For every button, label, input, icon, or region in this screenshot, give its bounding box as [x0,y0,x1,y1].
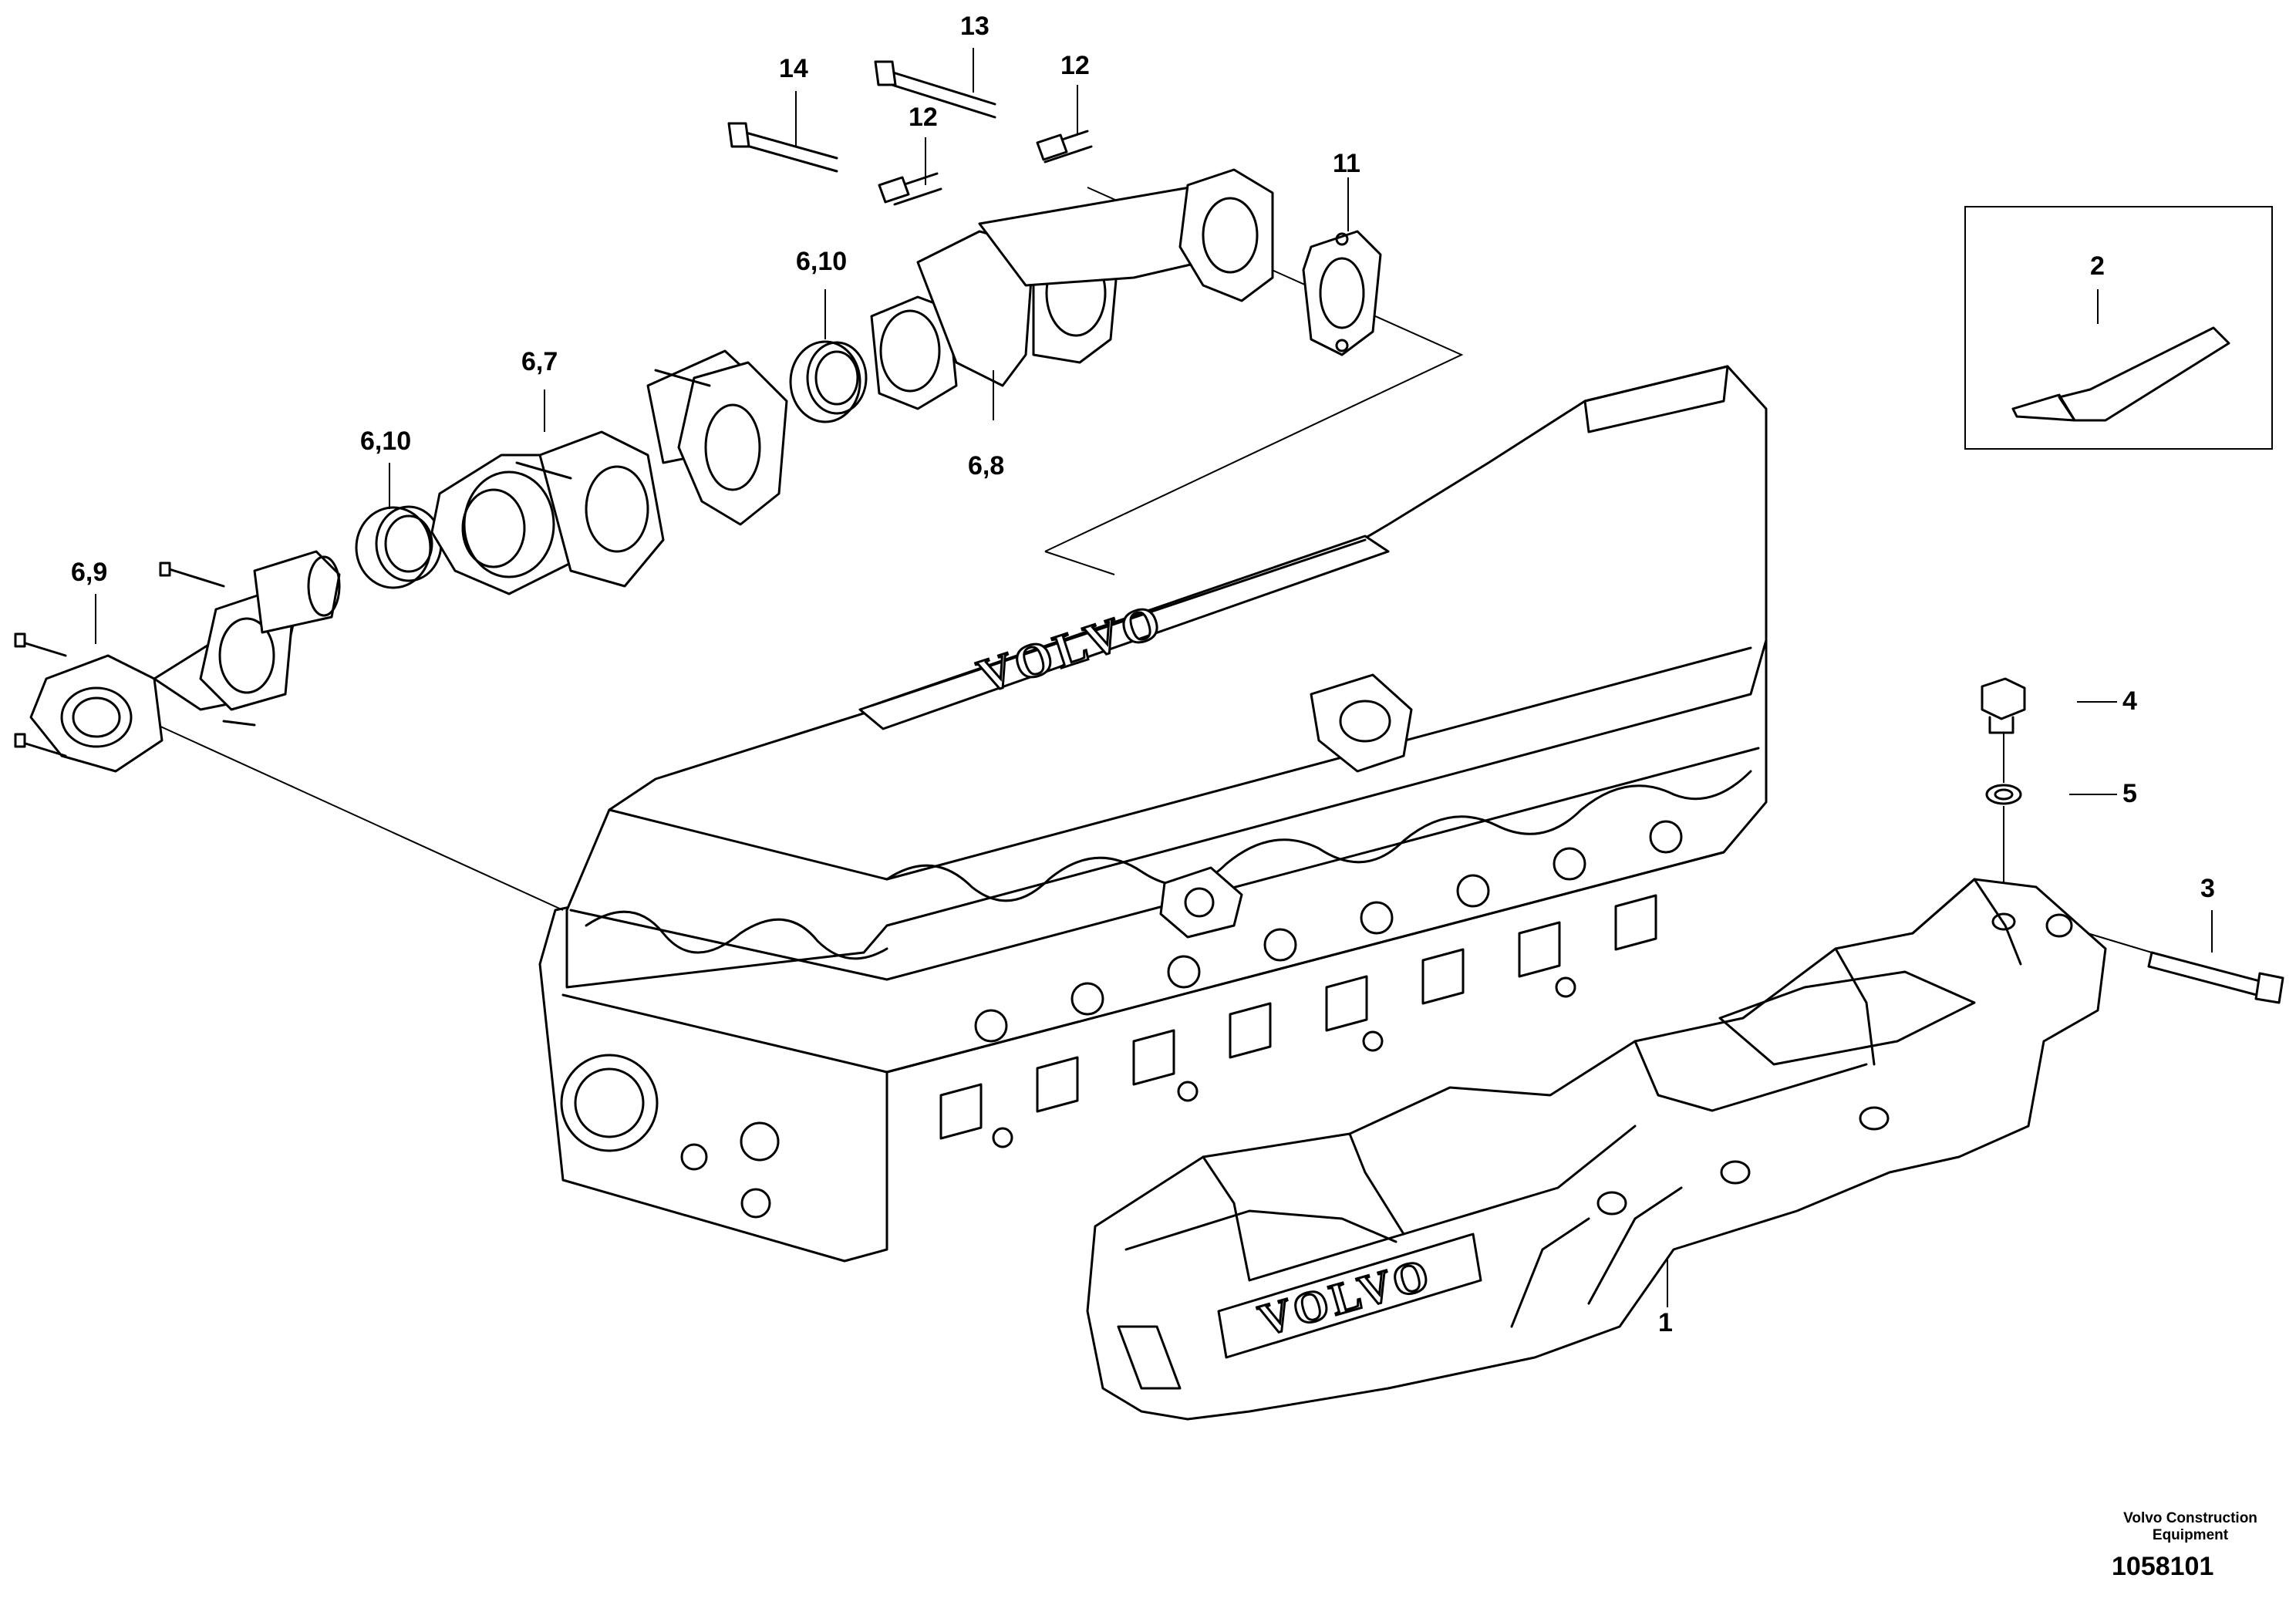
gasket-11 [1302,230,1382,356]
callout-5: 5 [2122,779,2137,808]
callout-11: 11 [1333,149,1360,178]
callout-leaders [95,48,2213,1307]
callout-4: 4 [2122,686,2137,716]
plug-4 [1981,677,2026,734]
exhaust-manifold-rear-6-8 [870,168,1274,410]
exhaust-sleeve-6-10-mid [789,340,868,423]
callout-6-10-front: 6,10 [360,427,412,456]
callout-6-7: 6,7 [521,347,558,376]
valve-cover-oil-cap [1159,673,1413,939]
callout-12-lower: 12 [909,103,938,132]
footer-brand-line2: Equipment [2152,1526,2229,1543]
spacers-and-bolts [727,60,1093,206]
footer-brand: Volvo Construction Equipment [2113,1510,2267,1544]
exhaust-manifold-front-6-9 [14,550,341,773]
callout-6-8: 6,8 [968,451,1005,481]
callout-12-upper: 12 [1060,51,1090,80]
callout-6-9: 6,9 [71,558,108,587]
drawing-number: 1058101 [2112,1552,2214,1581]
bolt-3 [2074,929,2284,1004]
washer-5 [1985,784,2022,805]
callout-1: 1 [1658,1308,1673,1337]
sealant-inset-box [1964,206,2273,450]
callout-2: 2 [2090,251,2105,281]
inlet-manifold-1 [1086,878,2107,1421]
callout-6-10-rear: 6,10 [796,247,848,276]
footer-brand-line1: Volvo Construction [2123,1510,2257,1526]
callout-13: 13 [960,12,990,41]
exhaust-manifold-mid-6-7 [430,349,788,595]
exhaust-sleeve-6-10-front [355,505,443,589]
valve-cover [565,365,1768,989]
callout-14: 14 [779,54,808,83]
callout-3: 3 [2200,874,2215,903]
leader-line-manifold-front [123,709,564,911]
